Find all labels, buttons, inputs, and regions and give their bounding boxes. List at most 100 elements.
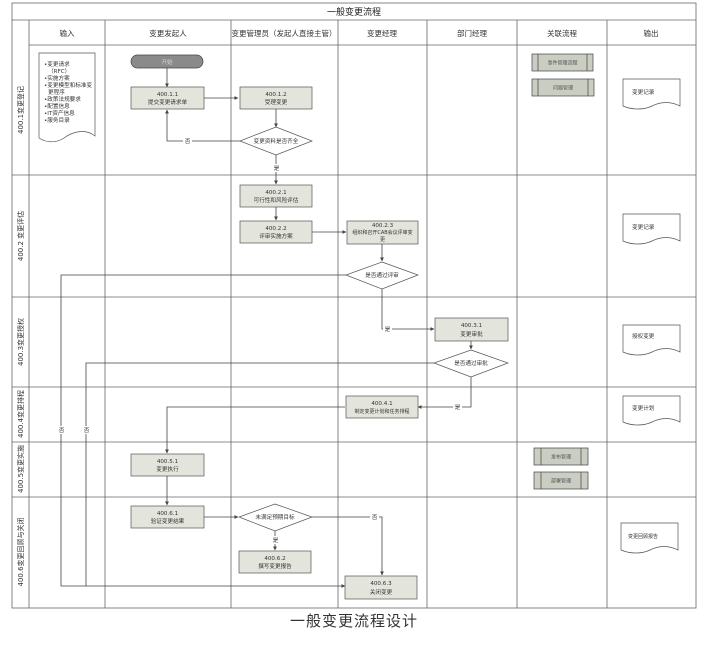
decision-label: 变更资料是否齐全	[254, 137, 299, 145]
output-label: 变更记录	[632, 88, 655, 96]
output-change-review-report[interactable]: 变更回顾报告	[620, 522, 679, 554]
phase-label-authorization: 400.3变更授权	[16, 318, 25, 366]
start-node[interactable]: 开始	[130, 54, 204, 69]
step-label-cont: 更	[380, 237, 385, 243]
edge-label-yes: 是	[455, 404, 461, 411]
input-item: （RFC）	[48, 68, 70, 75]
input-item: •服务目录	[44, 116, 70, 124]
step-400-2-3[interactable]: 400.2.3 组织和召开CAB会议评审变 更	[346, 220, 419, 245]
step-label: 关闭变更	[370, 588, 393, 596]
step-id: 400.1.2	[265, 92, 286, 98]
output-label: 变更计划	[632, 404, 655, 412]
output-change-record-1[interactable]: 变更记录	[622, 78, 681, 110]
step-400-1-1[interactable]: 400.1.1 提交变更请求单	[130, 86, 205, 110]
input-item: 更程序	[48, 88, 65, 96]
step-label: 组织和召开CAB会议评审变	[352, 229, 412, 236]
output-authorized-change[interactable]: 授权变更	[622, 324, 681, 356]
step-400-6-3[interactable]: 400.6.3 关闭变更	[344, 575, 418, 600]
column-header-input: 输入	[60, 28, 75, 38]
step-400-3-1[interactable]: 400.3.1 变更审批	[434, 317, 509, 342]
output-documents: 变更记录 变更记录 授权变更 变更计划 变更回顾报告	[620, 78, 681, 554]
related-release-management[interactable]: 发布管理	[533, 447, 589, 466]
related-label: 问题管理	[553, 85, 573, 92]
decision-label: 是否通过审批	[454, 359, 488, 367]
outer-frame	[11, 2, 697, 609]
phase-labels: 400.1变更登记 400.2 变更评估 400.3变更授权 400.4变更排程…	[16, 86, 25, 587]
related-problem-management[interactable]: 问题管理	[531, 78, 595, 97]
step-label: 制定变更计划和任务排程	[354, 408, 409, 415]
input-item: •配置信息	[44, 102, 70, 110]
start-label: 开始	[161, 58, 173, 66]
step-400-6-1[interactable]: 400.6.1 验证变更结果	[130, 505, 205, 529]
input-item: •实施方案	[44, 74, 70, 82]
edge-label-yes: 是	[274, 165, 280, 172]
decision-review-passed[interactable]: 是否通过评审	[345, 261, 419, 290]
phase-label-review-close: 400.6变更回顾与关闭	[16, 517, 25, 586]
column-headers: 输入 变更发起人 变更管理员（发起人直接主管） 变更经理 部门经理 关联流程 输…	[60, 28, 659, 38]
related-incident-management[interactable]: 事件管理流程	[531, 53, 594, 72]
step-400-6-2[interactable]: 400.6.2 撰写变更报告	[238, 550, 312, 574]
figure-caption: 一般变更流程设计	[289, 612, 418, 630]
step-id: 400.4.1	[371, 401, 393, 407]
step-id: 400.2.3	[372, 223, 394, 229]
input-item: •IT资产信息	[44, 109, 75, 117]
step-id: 400.6.2	[264, 556, 285, 562]
grid	[11, 2, 697, 609]
column-header-output: 输出	[644, 28, 659, 38]
decision-label: 未满足预期目标	[255, 513, 295, 521]
edge-label-no: 否	[59, 427, 65, 434]
decisions: 变更资料是否齐全 是否通过评审 是否通过审批 未满足预期目标	[238, 126, 510, 532]
related-label: 部署管理	[551, 478, 571, 485]
step-400-5-1[interactable]: 400.5.1 变更执行	[130, 453, 205, 477]
related-processes: 事件管理流程 问题管理 发布管理 部署管理	[531, 53, 595, 490]
output-label: 变更记录	[632, 223, 655, 231]
step-id: 400.6.1	[157, 511, 179, 517]
decision-goal-unmet[interactable]: 未满足预期目标	[238, 503, 314, 532]
step-400-4-1[interactable]: 400.4.1 制定变更计划和任务排程	[345, 395, 419, 419]
related-label: 事件管理流程	[547, 60, 577, 67]
input-document: •变更请求 （RFC） •实施方案 •变更模型和标准变 更程序 •政策法规要求 …	[38, 52, 96, 143]
column-header-dept-manager: 部门经理	[457, 28, 487, 38]
step-id: 400.6.3	[370, 581, 392, 587]
edge-label-yes: 是	[385, 326, 391, 333]
decision-approval-passed[interactable]: 是否通过审批	[432, 349, 510, 378]
step-id: 400.5.1	[157, 459, 179, 465]
output-change-plan[interactable]: 变更计划	[622, 395, 681, 426]
step-label: 受理变更	[265, 98, 288, 106]
input-item: •政策法规要求	[44, 95, 81, 103]
step-400-2-2[interactable]: 400.2.2 评审实施方案	[239, 220, 313, 244]
edge-label-no: 否	[372, 514, 378, 521]
step-400-2-1[interactable]: 400.2.1 可行性和风险评估	[239, 184, 313, 208]
input-item: •变更模型和标准变	[44, 81, 92, 89]
process-steps: 400.1.1 提交变更请求单 400.1.2 受理变更 400.2.1 可行性…	[130, 86, 509, 600]
column-header-change-manager: 变更经理	[367, 28, 397, 38]
edge-label-no: 否	[84, 427, 90, 434]
output-label: 授权变更	[632, 332, 655, 340]
edge-labels: 否 是 是 是 否 否 是 否	[57, 137, 462, 544]
related-label: 发布管理	[551, 454, 571, 461]
phase-label-implementation: 400.5变更实施	[16, 445, 25, 493]
related-deployment-management[interactable]: 部署管理	[533, 471, 589, 490]
step-label: 可行性和风险评估	[254, 196, 299, 204]
decision-materials-complete[interactable]: 变更资料是否齐全	[239, 126, 313, 156]
output-label: 变更回顾报告	[628, 533, 658, 540]
step-label: 撰写变更报告	[258, 562, 292, 570]
input-item: •变更请求	[44, 60, 70, 68]
decision-label: 是否通过评审	[365, 271, 399, 279]
step-label: 提交变更请求单	[148, 98, 188, 106]
step-id: 400.2.1	[265, 190, 287, 196]
step-label: 变更审批	[460, 330, 483, 338]
step-400-1-2[interactable]: 400.1.2 受理变更	[239, 86, 313, 110]
column-header-change-admin: 变更管理员（发起人直接主管）	[232, 28, 337, 38]
edge-label-no: 否	[185, 138, 191, 145]
phase-label-assessment: 400.2 变更评估	[16, 211, 25, 261]
output-change-record-2[interactable]: 变更记录	[622, 213, 681, 245]
column-header-initiator: 变更发起人	[149, 28, 187, 38]
phase-label-scheduling: 400.4变更排程	[16, 390, 25, 438]
step-label: 验证变更结果	[151, 517, 185, 525]
step-id: 400.2.2	[265, 226, 286, 232]
step-label: 评审实施方案	[259, 232, 293, 240]
step-id: 400.3.1	[461, 323, 483, 329]
step-id: 400.1.1	[157, 92, 179, 98]
